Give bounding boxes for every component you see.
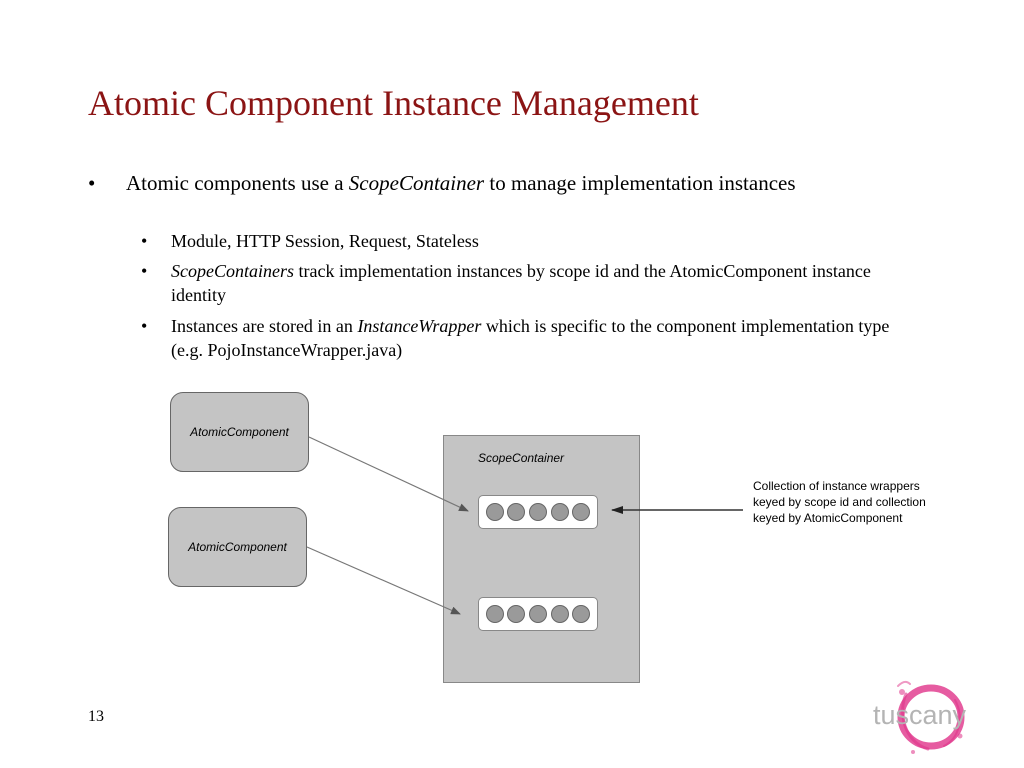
scope-container-label: ScopeContainer	[478, 451, 565, 465]
atomic-component-box-2: AtomicComponent	[168, 507, 307, 587]
bullet-main: Atomic components use a ScopeContainer t…	[126, 170, 886, 197]
bullet-italic: ScopeContainer	[348, 171, 485, 195]
instance-wrapper-circle	[528, 503, 547, 521]
bullet-text: Atomic components use a	[126, 171, 349, 195]
sub-bullet-italic: InstanceWrapper	[357, 316, 482, 336]
sub-bullet-text: Instances are stored in an	[171, 316, 358, 336]
scope-container-box	[443, 435, 640, 683]
sub-bullet-text: track implementation instances by scope …	[171, 261, 871, 305]
bullet-marker: •	[88, 171, 96, 195]
sub-bullet-italic: ScopeContainers	[171, 261, 294, 281]
atomic-component-label: AtomicComponent	[190, 425, 289, 439]
instance-wrapper-circle	[485, 503, 504, 521]
instance-wrapper-circle	[550, 503, 569, 521]
sub-bullet-marker: •	[141, 261, 148, 281]
bullet-text: to manage implementation instances	[484, 171, 796, 195]
instance-wrapper-circle	[507, 605, 526, 623]
sub-bullet-marker: •	[141, 231, 148, 251]
instance-wrapper-row-1	[478, 495, 598, 529]
sub-bullet-text: which is specific to the component imple…	[171, 316, 890, 360]
callout-text: Collection of instance wrappers keyed by…	[753, 479, 926, 525]
instance-wrapper-circle	[550, 605, 569, 623]
sub-bullet-marker: •	[141, 316, 148, 336]
sub-bullet-2: ScopeContainers track implementation ins…	[171, 259, 911, 307]
atomic-component-label: AtomicComponent	[188, 540, 287, 554]
instance-wrapper-circle	[572, 605, 591, 623]
slide-number: 13	[88, 708, 104, 725]
sub-bullet-1: Module, HTTP Session, Request, Stateless	[171, 229, 911, 253]
sub-bullet-3: Instances are stored in an InstanceWrapp…	[171, 314, 911, 362]
instance-wrapper-circle	[572, 503, 591, 521]
instance-wrapper-circle	[528, 605, 547, 623]
arrow-component1-to-wrapper1	[308, 436, 469, 512]
tuscany-logo-text: tuscany	[873, 700, 967, 730]
slide-title: Atomic Component Instance Management	[88, 83, 699, 123]
atomic-component-box-1: AtomicComponent	[170, 392, 309, 472]
instance-wrapper-circle	[485, 605, 504, 623]
arrow-component2-to-wrapper2	[306, 546, 461, 615]
instance-wrapper-circle	[507, 503, 526, 521]
sub-bullet-text: Module, HTTP Session, Request, Stateless	[171, 231, 479, 251]
instance-wrapper-row-2	[478, 597, 598, 631]
